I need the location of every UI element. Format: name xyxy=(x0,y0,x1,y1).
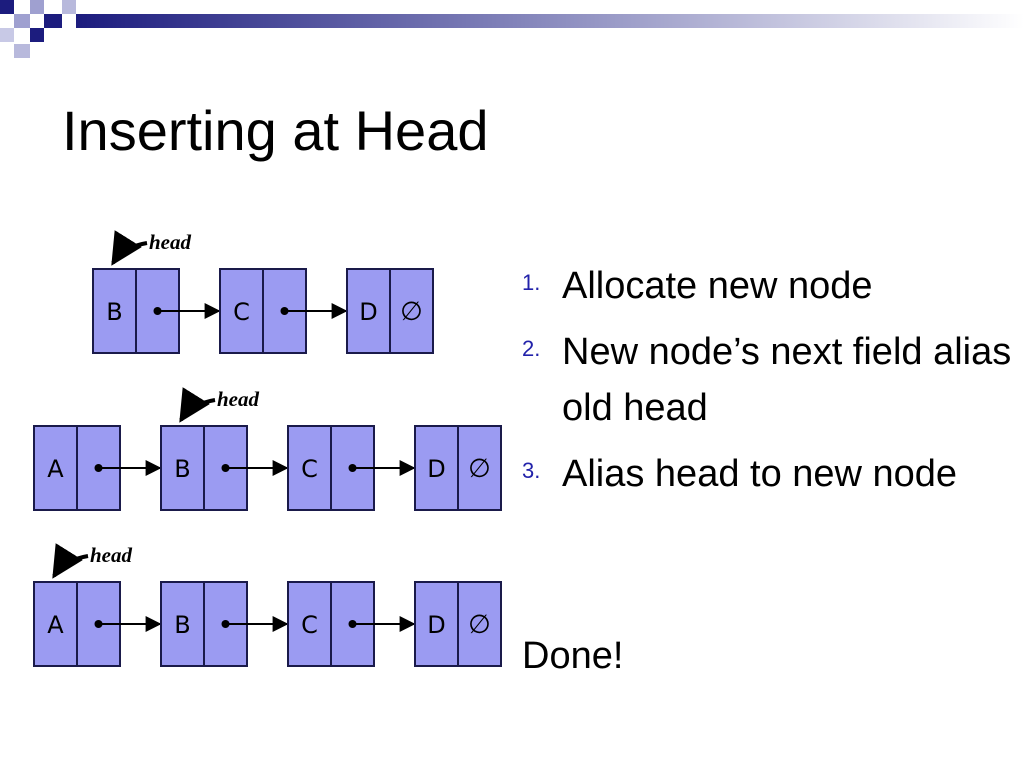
node-value: D xyxy=(359,298,377,326)
node-value: D xyxy=(427,611,445,639)
node-value: C xyxy=(233,298,250,326)
done-text: Done! xyxy=(522,635,624,677)
head-pointer-arrow xyxy=(179,387,216,423)
decorative-square xyxy=(0,0,14,14)
node-value: A xyxy=(47,455,64,483)
step-number: 1. xyxy=(522,270,541,295)
decorative-square xyxy=(0,28,14,42)
decorative-square xyxy=(14,44,30,58)
node-value: B xyxy=(174,455,190,483)
decorative-square xyxy=(30,28,44,42)
step-number: 3. xyxy=(522,458,541,483)
decorative-square xyxy=(30,0,44,14)
decorative-square xyxy=(44,14,62,28)
decorative-gradient-bar xyxy=(76,14,1024,28)
head-label: head xyxy=(90,543,133,567)
node-value: B xyxy=(106,298,122,326)
head-pointer-arrow xyxy=(52,543,89,579)
slide-title: Inserting at Head xyxy=(62,99,489,162)
head-pointer-arrow xyxy=(111,230,148,266)
node-value: D xyxy=(427,455,445,483)
decorative-header-squares xyxy=(0,0,1024,58)
null-pointer-symbol: ∅ xyxy=(400,297,423,327)
node-value: B xyxy=(174,611,190,639)
steps-list: 1. Allocate new node 2. New node’s next … xyxy=(522,258,1012,512)
null-pointer-symbol: ∅ xyxy=(468,610,491,640)
step-text: New node’s next field alias old head xyxy=(562,331,1012,429)
node-value: C xyxy=(301,455,318,483)
step-item: 3. Alias head to new node xyxy=(522,446,1012,502)
null-pointer-symbol: ∅ xyxy=(468,454,491,484)
decorative-square xyxy=(62,0,76,14)
node-value: C xyxy=(301,611,318,639)
head-label: head xyxy=(217,387,260,411)
decorative-square xyxy=(14,14,30,28)
step-text: Allocate new node xyxy=(562,265,873,307)
step-item: 2. New node’s next field alias old head xyxy=(522,324,1012,436)
step-text: Alias head to new node xyxy=(562,453,958,495)
step-item: 1. Allocate new node xyxy=(522,258,1012,314)
node-value: A xyxy=(47,611,64,639)
head-label: head xyxy=(149,230,192,254)
step-number: 2. xyxy=(522,336,541,361)
